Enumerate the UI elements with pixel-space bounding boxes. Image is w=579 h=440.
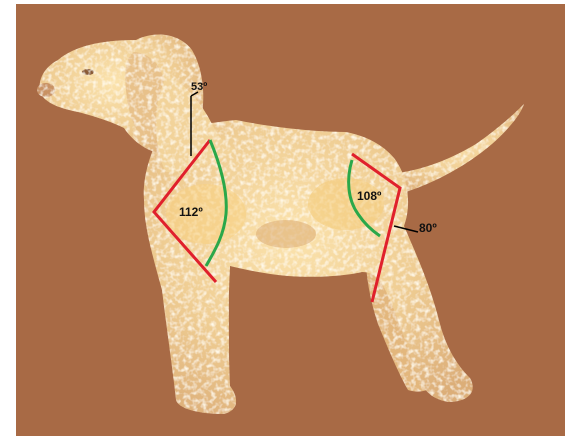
stifle-angle-label: 108º (357, 189, 382, 203)
dog-eye (82, 69, 94, 75)
shoulder-layback-label: 53º (191, 81, 207, 93)
dog-nose (37, 83, 55, 97)
rear-pastern-angle-label: 80º (419, 221, 437, 235)
shoulder-upper-arm-label: 112º (179, 205, 203, 219)
dog-angulation-diagram: 53º 112º 108º 80º (16, 4, 565, 436)
